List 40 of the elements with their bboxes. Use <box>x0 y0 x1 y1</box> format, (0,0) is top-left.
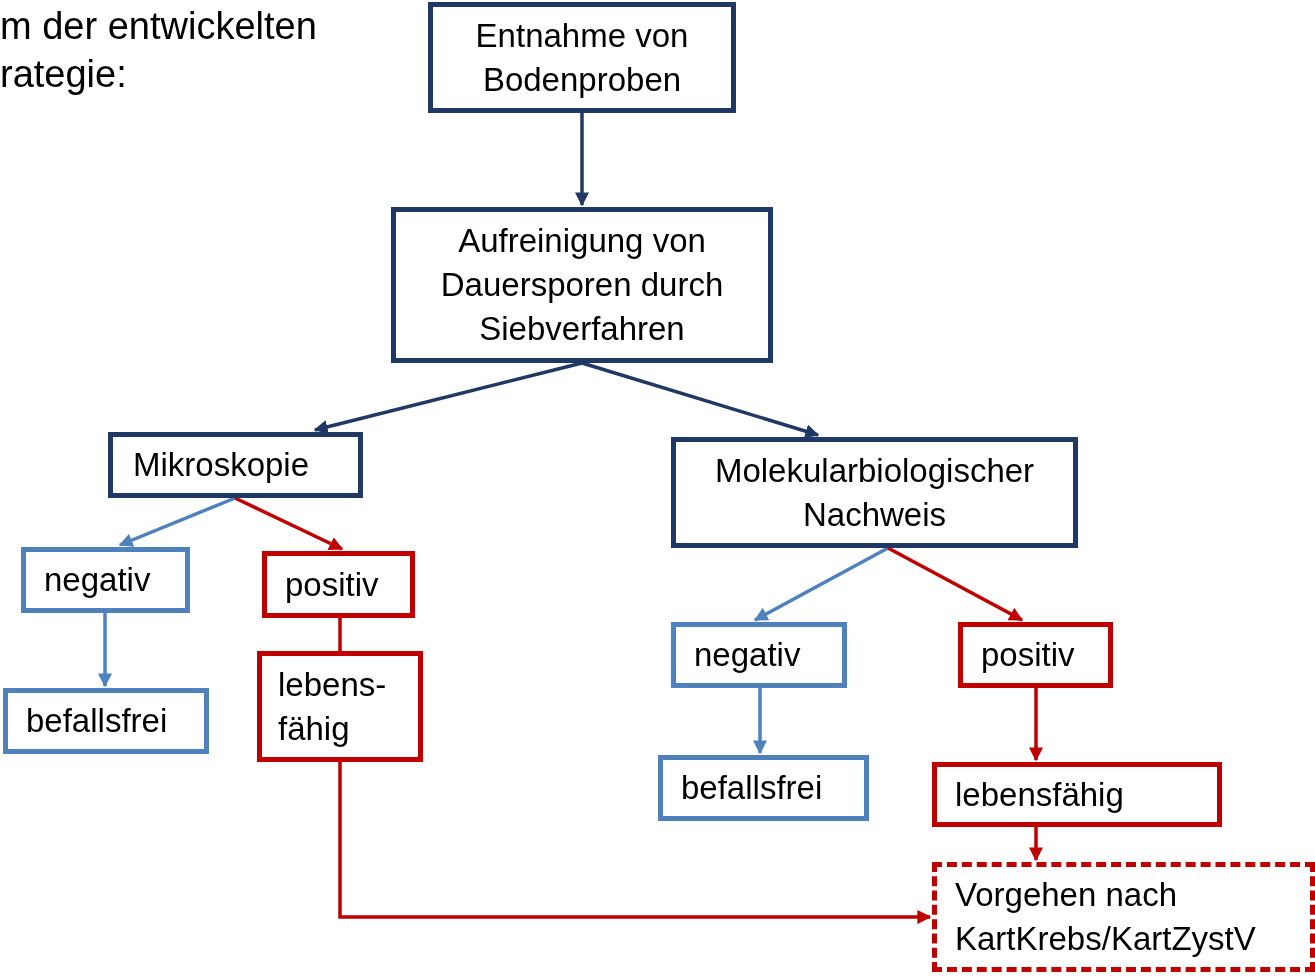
step-label: positiv <box>981 635 1075 675</box>
arrow <box>581 361 820 438</box>
step-label: befallsfrei <box>681 768 823 808</box>
process-box <box>262 551 415 618</box>
step-label: lebens- fähig <box>278 664 388 749</box>
step-label: lebensfähig <box>955 774 1124 815</box>
process-box <box>21 547 190 613</box>
process-box <box>428 2 736 113</box>
process-box <box>3 688 209 754</box>
step-label: Vorgehen nach KartKrebs/KartZystV <box>955 875 1257 959</box>
arrow <box>753 688 767 755</box>
step-label: Molekularbiologischer Nachweis <box>713 450 1036 535</box>
arrow <box>575 113 589 207</box>
process-box <box>671 622 847 688</box>
arrow <box>338 762 932 924</box>
arrow <box>118 496 236 547</box>
arrow <box>753 546 889 622</box>
arrow <box>1029 827 1043 862</box>
step-label: positiv <box>285 564 379 605</box>
heading-text: m der entwickelten rategie: <box>0 4 318 97</box>
process-box <box>391 207 773 363</box>
process-box <box>958 622 1113 688</box>
step-label: negativ <box>44 560 151 600</box>
dashed-result-box <box>932 862 1315 972</box>
arrow <box>887 546 1024 622</box>
process-box <box>932 762 1222 827</box>
arrow <box>1029 688 1043 762</box>
process-box <box>658 755 869 821</box>
process-box <box>257 651 423 762</box>
step-label: negativ <box>694 635 801 675</box>
process-box <box>108 432 363 498</box>
arrow <box>313 361 583 434</box>
connector-line <box>338 618 342 651</box>
process-box <box>671 437 1078 548</box>
step-label: Aufreinigung von Dauersporen durch Siebverfahren <box>439 221 725 349</box>
arrow <box>98 613 112 688</box>
step-label: befallsfrei <box>26 701 168 741</box>
step-label: Entnahme von Bodenproben <box>474 15 690 100</box>
arrow <box>234 496 344 551</box>
step-label: Mikroskopie <box>133 445 310 485</box>
